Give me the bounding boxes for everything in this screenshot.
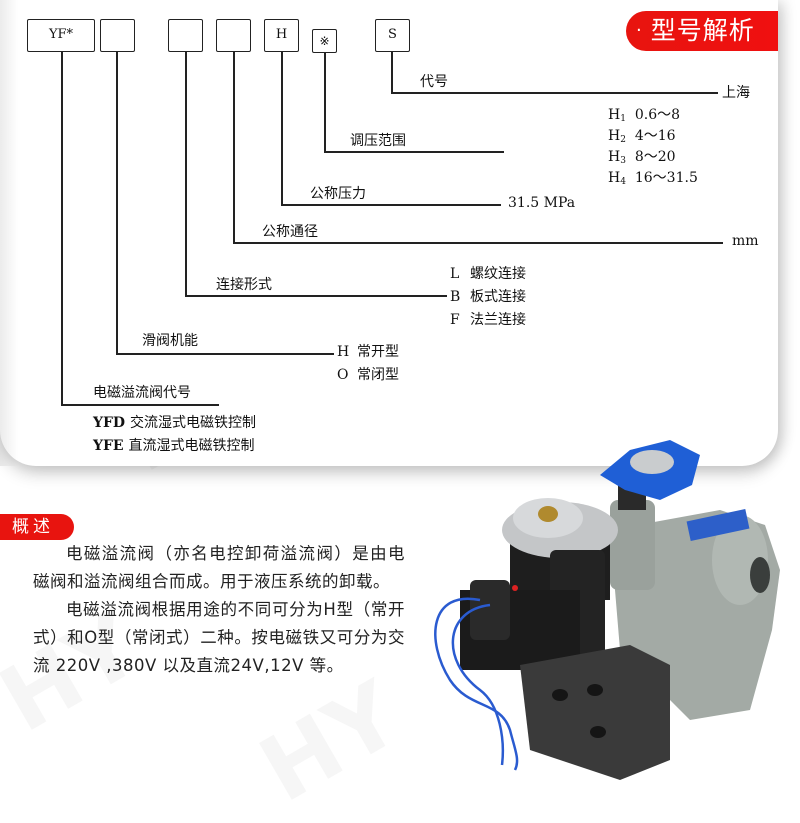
section-title-text: 型号解析	[650, 16, 755, 45]
section-title-overview: 概述	[0, 514, 74, 540]
spool-code: O	[337, 367, 349, 383]
range-sub: 4	[620, 177, 626, 187]
connection-option: L 螺纹连接	[450, 263, 526, 283]
overview-paragraph: 电磁溢流阀根据用途的不同可分为H型（常开式）和O型（常闭式）二种。按电磁铁又可分…	[33, 600, 405, 675]
connection-code: L	[450, 266, 460, 282]
diameter-value: mm	[732, 233, 759, 249]
section-title-text: 概述	[12, 517, 54, 537]
type-code: YFE	[93, 438, 124, 454]
range-option: H2 4～16	[608, 125, 676, 145]
spool-value: 常开型	[357, 344, 399, 360]
range-sub: 2	[620, 135, 626, 145]
connector-line	[391, 52, 393, 93]
code-box-diameter	[216, 19, 251, 52]
overview-paragraph: 电磁溢流阀（亦名电控卸荷溢流阀）是由电磁阀和溢流阀组合而成。用于液压系统的卸载。	[33, 544, 405, 591]
product-image	[434, 440, 780, 780]
range-code: H	[608, 149, 621, 165]
code-box-connection	[168, 19, 203, 52]
connector-line	[61, 404, 219, 406]
overview-text: 电磁溢流阀（亦名电控卸荷溢流阀）是由电磁阀和溢流阀组合而成。用于液压系统的卸载。…	[33, 540, 405, 680]
watermark: HY	[243, 662, 417, 823]
type-label: 电磁溢流阀代号	[93, 385, 191, 401]
connector-line	[233, 242, 723, 244]
type-option: YFD 交流湿式电磁铁控制	[93, 412, 256, 432]
range-value: 0.6～8	[634, 107, 681, 123]
code-box-pressure: H	[264, 19, 299, 52]
range-option: H4 16～31.5	[608, 167, 698, 187]
maker-label: 代号	[420, 74, 448, 90]
connector-line	[281, 52, 283, 205]
connection-value: 螺纹连接	[470, 266, 526, 282]
connector-line	[61, 52, 63, 405]
range-option: H3 8～20	[608, 146, 676, 166]
connector-line	[324, 151, 504, 153]
connector-line	[281, 204, 501, 206]
pressure-value: 31.5 MPa	[508, 195, 576, 211]
connector-line	[116, 52, 118, 354]
connection-label: 连接形式	[216, 277, 272, 293]
range-sub: 3	[620, 156, 626, 166]
range-value: 4～16	[634, 128, 676, 144]
code-box-maker: S	[375, 19, 410, 52]
diameter-label: 公称通径	[262, 224, 318, 240]
connector-line	[324, 53, 326, 152]
connection-value: 法兰连接	[470, 312, 526, 328]
spool-option: H 常开型	[337, 341, 399, 361]
range-code: H	[608, 107, 621, 123]
type-code: YFD	[93, 415, 126, 431]
model-breakdown-card: YF* H ※ S 代号 上海 调压范围 H1 0.6～8 H2 4～16 H3…	[0, 0, 759, 466]
section-title-model: · 型号解析	[626, 11, 778, 51]
code-box-spool	[100, 19, 135, 52]
connection-value: 板式连接	[470, 289, 526, 305]
connection-code: F	[450, 312, 460, 328]
type-option: YFE 直流湿式电磁铁控制	[93, 435, 254, 455]
range-sub: 1	[620, 114, 626, 124]
range-option: H1 0.6～8	[608, 104, 680, 124]
range-value: 16～31.5	[634, 170, 698, 186]
connector-line	[233, 52, 235, 243]
maker-value: 上海	[722, 85, 750, 101]
connection-code: B	[450, 289, 461, 305]
connection-option: B 板式连接	[450, 286, 526, 306]
type-value: 交流湿式电磁铁控制	[129, 415, 256, 431]
spool-label: 滑阀机能	[142, 333, 198, 349]
range-label: 调压范围	[350, 133, 406, 149]
spool-option: O 常闭型	[337, 364, 399, 384]
connector-line	[116, 353, 334, 355]
range-code: H	[608, 170, 621, 186]
bullet-icon: ·	[636, 20, 643, 41]
spool-code: H	[337, 344, 350, 360]
range-value: 8～20	[634, 149, 676, 165]
connector-line	[391, 92, 718, 94]
connector-line	[185, 52, 187, 296]
connection-option: F 法兰连接	[450, 309, 526, 329]
type-value: 直流湿式电磁铁控制	[128, 438, 255, 454]
spool-value: 常闭型	[357, 367, 399, 383]
connector-line	[185, 295, 447, 297]
code-box-range: ※	[312, 29, 337, 53]
pressure-label: 公称压力	[310, 186, 366, 202]
range-code: H	[608, 128, 621, 144]
code-box-type: YF*	[27, 19, 95, 52]
